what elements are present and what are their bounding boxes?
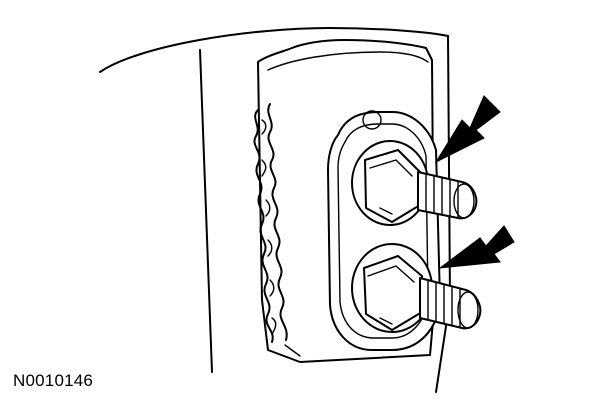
lower-arrow (438, 225, 515, 269)
weld-bead (253, 103, 288, 343)
lower-stud (419, 277, 482, 330)
mounting-plate (257, 39, 435, 363)
figure-id-label: N0010146 (13, 371, 94, 390)
upper-stud (417, 171, 478, 220)
upper-arrow (434, 95, 501, 164)
upper-nut (351, 140, 429, 226)
